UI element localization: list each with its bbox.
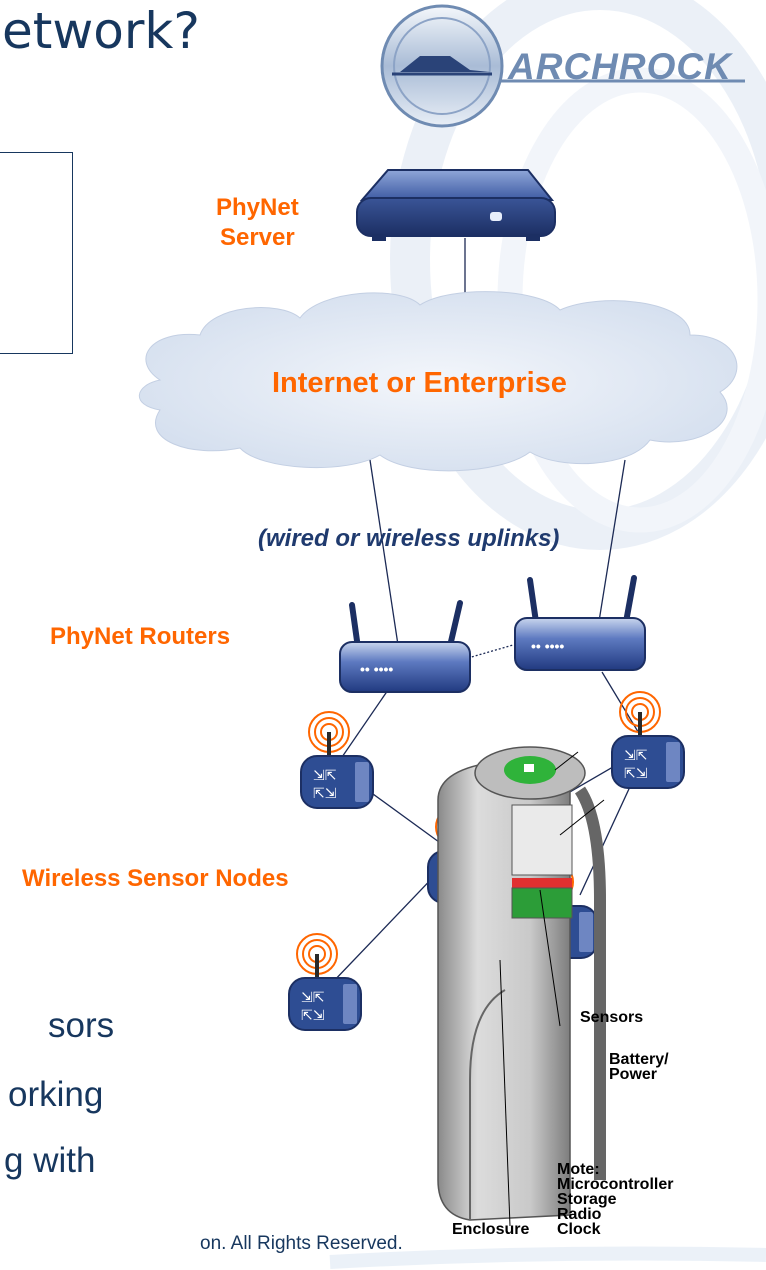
copyright-footer: on. All Rights Reserved. [200,1233,403,1254]
svg-text:⇲⇱: ⇲⇱ [624,748,648,764]
routers-label: PhyNet Routers [50,623,231,650]
svg-text:•• ••••: •• •••• [360,661,393,677]
mote-label-line: Microcontroller [557,1176,674,1193]
mote-label-battery-line: Power [609,1066,658,1083]
svg-text:⇱⇲: ⇱⇲ [624,766,647,782]
mote-label-line: Radio [557,1206,602,1223]
cloud-label: Internet or Enterprise [272,367,567,399]
nodes-label: Wireless Sensor Nodes [22,865,289,892]
bullet-line-2: orking [8,1075,104,1114]
archrock-logo [380,4,745,128]
svg-text:⇱⇲: ⇱⇲ [313,786,336,802]
mote-label-sensors: Sensors [580,1009,644,1026]
router-icon: •• •••• [514,575,646,671]
bullet-line-3: g with [4,1141,96,1180]
sensor-node-icon: ⇲⇱ ⇱⇲ [611,691,685,789]
uplinks-label: (wired or wireless uplinks) [258,525,560,552]
mote-label-line: Mote: [557,1161,600,1178]
mote-label-battery: Battery/ Power [609,1051,669,1083]
mote-label-line: Storage [557,1191,617,1208]
phynet-server-label-line: PhyNet [216,194,299,221]
server-icon [356,169,556,241]
content-frame [0,152,73,354]
svg-text:⇲⇱: ⇲⇱ [301,990,325,1006]
mote-label-enclosure: Enclosure [452,1221,530,1238]
bullet-line-1: sors [48,1006,115,1045]
sensor-node-icon: ⇲⇱ ⇱⇲ [288,933,362,1031]
sensor-node-icon: ⇲⇱ ⇱⇲ [300,711,374,809]
logo-wordmark: ARCHROCK [508,46,732,87]
svg-text:⇲⇱: ⇲⇱ [313,768,337,784]
slide-title: etwork? [2,2,200,60]
svg-text:•• ••••: •• •••• [531,638,564,654]
mote-label-battery-line: Battery/ [609,1051,669,1068]
svg-text:⇱⇲: ⇱⇲ [301,1008,324,1024]
phynet-server-label-line: Server [219,224,295,251]
mote-label-components: Mote: Microcontroller Storage Radio Cloc… [557,1161,674,1238]
router-icon: •• •••• [339,600,471,693]
cloud-icon [138,291,738,472]
mote-label-line: Clock [557,1221,601,1238]
phynet-server-label: PhyNet Server [216,193,299,253]
mote-enclosure-image [437,746,606,1227]
